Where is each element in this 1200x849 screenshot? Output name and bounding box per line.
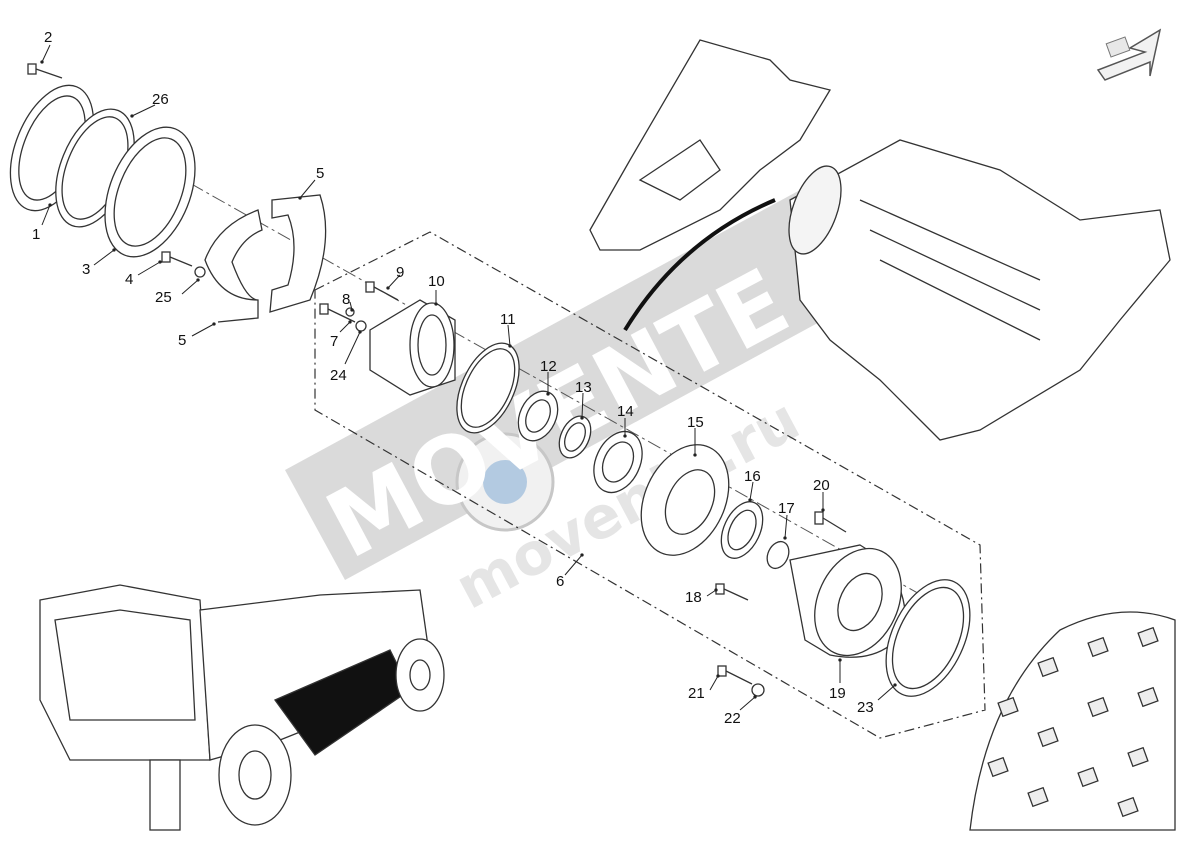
bearing-assembly bbox=[319, 281, 971, 697]
leader-lines bbox=[40, 44, 897, 711]
callout-26: 26 bbox=[152, 91, 169, 108]
callout-8: 8 bbox=[342, 291, 350, 308]
callout-17: 17 bbox=[778, 500, 795, 517]
callout-25: 25 bbox=[155, 289, 172, 306]
bolt-9 bbox=[365, 281, 399, 301]
rotor-housing bbox=[589, 39, 1171, 441]
watermark-logo-center-icon bbox=[483, 460, 527, 504]
rotor-drum bbox=[969, 611, 1176, 831]
ring-23 bbox=[885, 579, 971, 697]
washer-24 bbox=[355, 320, 367, 332]
flange-15 bbox=[640, 444, 730, 556]
bearing-14 bbox=[593, 430, 643, 494]
plate-17 bbox=[766, 540, 790, 570]
hub-19 bbox=[789, 544, 907, 658]
callout-12: 12 bbox=[540, 358, 557, 375]
ring-3 bbox=[104, 126, 196, 258]
bearing-housing-10 bbox=[369, 299, 456, 396]
nut-8 bbox=[345, 307, 355, 317]
callout-22: 22 bbox=[724, 710, 741, 727]
bolt-2 bbox=[27, 63, 63, 79]
callout-5-lower: 5 bbox=[178, 332, 186, 349]
bearing-12 bbox=[517, 390, 559, 442]
callout-24: 24 bbox=[330, 367, 347, 384]
callout-14: 14 bbox=[617, 403, 634, 420]
callout-1: 1 bbox=[32, 226, 40, 243]
half-shields-5 bbox=[204, 194, 327, 323]
orientation-arrow-icon bbox=[1096, 28, 1162, 81]
flange-stack bbox=[9, 63, 327, 323]
watermark-logo-icon bbox=[455, 432, 555, 532]
bolt-4 bbox=[161, 251, 193, 267]
washer-25 bbox=[194, 266, 206, 278]
callout-20: 20 bbox=[813, 477, 830, 494]
washer-22 bbox=[751, 683, 765, 697]
callout-4: 4 bbox=[125, 271, 133, 288]
callout-7: 7 bbox=[330, 333, 338, 350]
callout-2: 2 bbox=[44, 29, 52, 46]
callout-19: 19 bbox=[829, 685, 846, 702]
machine-illustration bbox=[39, 584, 445, 831]
callout-16: 16 bbox=[744, 468, 761, 485]
callout-6: 6 bbox=[556, 573, 564, 590]
callout-15: 15 bbox=[687, 414, 704, 431]
bolt-20 bbox=[814, 511, 847, 533]
callout-11: 11 bbox=[500, 311, 516, 328]
bolt-18 bbox=[715, 583, 749, 601]
callout-10: 10 bbox=[428, 273, 445, 290]
bolt-7 bbox=[319, 303, 356, 323]
callout-18: 18 bbox=[685, 589, 702, 606]
ring-11 bbox=[456, 342, 520, 434]
subassembly-boundary bbox=[314, 231, 986, 739]
assembly-arrow bbox=[623, 198, 776, 332]
callout-3: 3 bbox=[82, 261, 90, 278]
bolt-21 bbox=[717, 665, 753, 685]
callout-21: 21 bbox=[688, 685, 705, 702]
callout-labels: 2 26 1 3 4 25 5 5 9 10 8 7 24 11 12 13 1… bbox=[32, 29, 874, 727]
axis-line bbox=[59, 109, 931, 601]
callout-13: 13 bbox=[575, 379, 592, 396]
callout-23: 23 bbox=[857, 699, 874, 716]
ring-16 bbox=[720, 501, 764, 559]
seal-13 bbox=[558, 415, 592, 459]
watermark-band bbox=[285, 190, 860, 580]
callout-5-upper: 5 bbox=[316, 165, 324, 182]
callout-9: 9 bbox=[396, 264, 404, 281]
